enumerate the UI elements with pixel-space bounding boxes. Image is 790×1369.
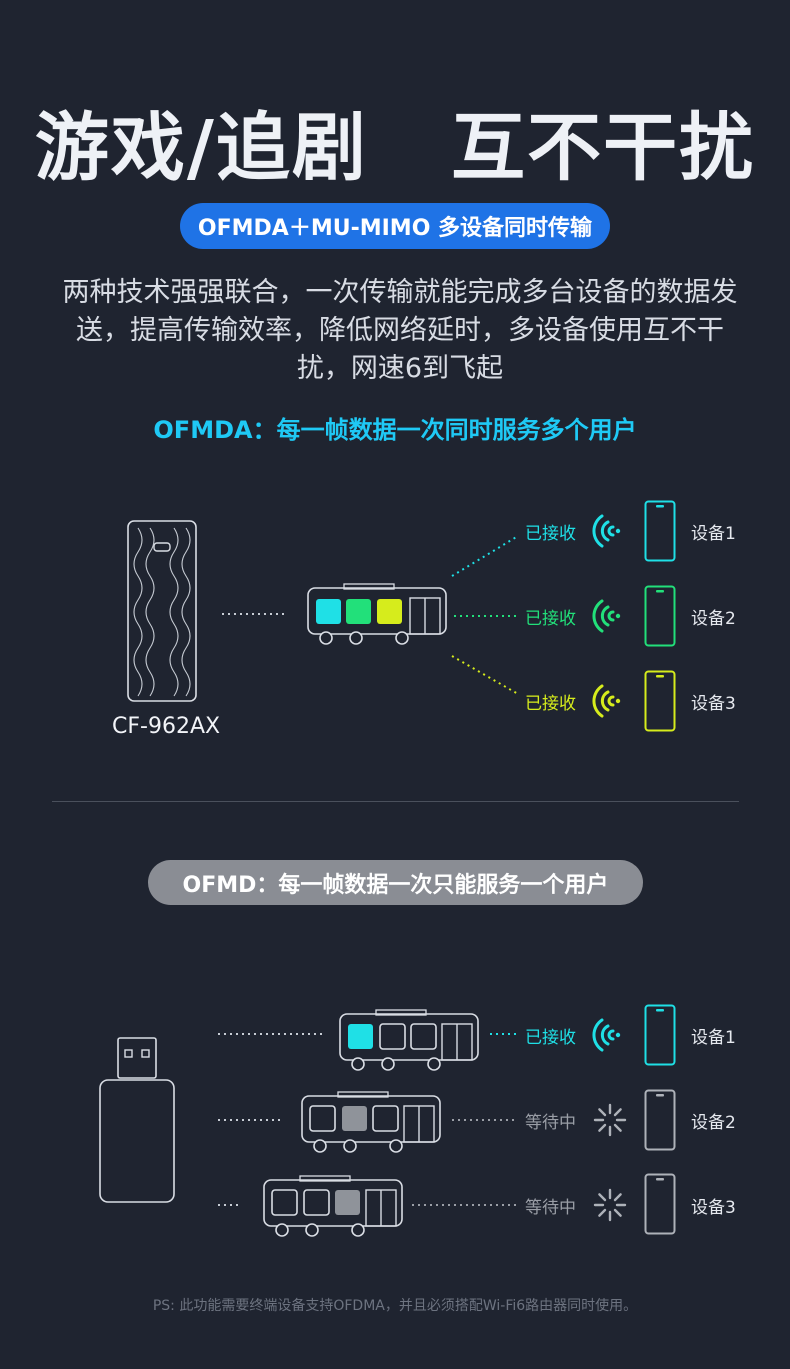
- description: 两种技术强强联合，一次传输就能完成多台设备的数据发送，提高传输效率，降低网络延时…: [62, 277, 738, 384]
- data-packet-2: [346, 599, 371, 624]
- tech-badge-label: OFMDA＋MU-MIMO 多设备同时传输: [197, 216, 593, 241]
- footnote: PS: 此功能需要终端设备支持OFDMA，并且必须搭配Wi-Fi6路由器同时使用…: [152, 1298, 638, 1314]
- data-packet-1: [316, 599, 341, 624]
- data-packet-empty: [379, 1023, 406, 1050]
- wifi-signal-icon: [592, 684, 621, 718]
- phone-icon: [644, 585, 676, 647]
- phone-icon: [644, 1004, 676, 1066]
- data-packet-3: [377, 599, 402, 624]
- ofdma-device-label-3: 设备3: [691, 694, 736, 714]
- connector-dots: [218, 1033, 322, 1035]
- ofdma-device-label-2: 设备2: [691, 609, 736, 629]
- data-packet-empty: [410, 1023, 437, 1050]
- ofdma-device-label-1: 设备1: [691, 524, 736, 544]
- phone-icon: [644, 1173, 676, 1235]
- ofdma-status-3: 已接收: [525, 694, 576, 714]
- phone-icon: [644, 500, 676, 562]
- ofdma-status-2: 已接收: [525, 609, 576, 629]
- ofdm-device-label-2: 设备2: [691, 1113, 736, 1133]
- phone-icon: [644, 1089, 676, 1151]
- data-packet-active: [348, 1024, 373, 1049]
- product-model: CF-962AX: [112, 714, 221, 739]
- section-divider: [52, 801, 739, 802]
- headline: 游戏/追剧 互不干扰: [34, 105, 756, 191]
- ofdma-caption: OFMDA：每一帧数据一次同时服务多个用户: [153, 416, 637, 444]
- loading-spinner-icon: [593, 1188, 627, 1222]
- wifi-signal-icon: [592, 599, 621, 633]
- ofdm-status-2: 等待中: [525, 1113, 576, 1133]
- data-frame-bus: [339, 1009, 479, 1071]
- ofdma-status-1: 已接收: [525, 524, 576, 544]
- ofdm-status-3: 等待中: [525, 1198, 576, 1218]
- connector-dots: [412, 1204, 516, 1206]
- ofdm-device-label-3: 设备3: [691, 1198, 736, 1218]
- ofdm-badge: OFMD：每一帧数据一次只能服务一个用户: [148, 860, 643, 905]
- ofdm-status-1: 已接收: [525, 1028, 576, 1048]
- connector-dots: [452, 1119, 516, 1121]
- connector-dots: [490, 1033, 516, 1035]
- wifi-signal-icon: [592, 1018, 621, 1052]
- connector-dots: [218, 1204, 242, 1206]
- data-frame-bus: [263, 1175, 403, 1237]
- branch-lines: [451, 535, 519, 695]
- wifi-signal-icon: [592, 514, 621, 548]
- tech-badge: OFMDA＋MU-MIMO 多设备同时传输: [180, 203, 610, 249]
- wifi-adapter-illustration: [127, 520, 197, 702]
- connector-dots: [222, 613, 284, 615]
- data-frame-bus: [307, 583, 447, 645]
- ofdm-badge-label: OFMD：每一帧数据一次只能服务一个用户: [182, 872, 609, 898]
- connector-dots: [218, 1119, 282, 1121]
- usb-stick-illustration: [99, 1037, 175, 1203]
- ofdm-device-label-1: 设备1: [691, 1028, 736, 1048]
- loading-spinner-icon: [593, 1103, 627, 1137]
- data-frame-bus: [301, 1091, 441, 1153]
- phone-icon: [644, 670, 676, 732]
